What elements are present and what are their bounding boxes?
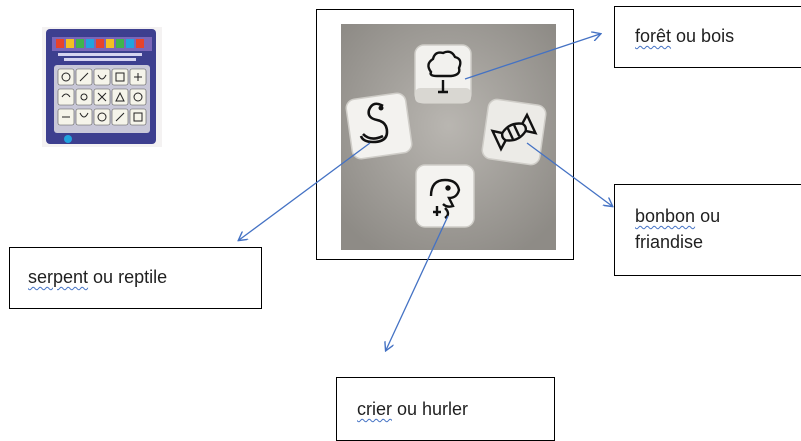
label-shout-box: crier ou hurler <box>336 377 555 441</box>
label-shout-word: crier <box>357 399 392 419</box>
arrow-to-forest <box>464 34 600 80</box>
candy-icon <box>490 112 538 152</box>
label-snake-box: serpent ou reptile <box>9 247 262 309</box>
candy-die <box>481 98 547 166</box>
snake-icon <box>359 102 389 144</box>
snake-die <box>345 92 413 160</box>
shout-die <box>415 164 475 228</box>
arrow-to-shout <box>386 215 449 350</box>
arrow-to-candy <box>526 142 612 206</box>
product-box-image <box>42 27 162 147</box>
tree-icon <box>427 50 462 94</box>
label-candy-rest: ou <box>695 206 721 226</box>
label-forest-box: forêt ou bois <box>614 6 801 68</box>
label-snake-word: serpent <box>28 267 89 287</box>
label-forest-word: forêt <box>635 26 672 46</box>
label-shout-rest: ou hurler <box>392 399 469 419</box>
dice-photo <box>341 24 556 250</box>
dice-photo-frame <box>316 9 574 260</box>
tree-die <box>414 44 472 104</box>
shouting-face-icon <box>429 178 461 219</box>
label-candy-box: bonbon ou friandise <box>614 184 801 276</box>
label-forest-rest: ou bois <box>671 26 735 46</box>
arrow-to-snake <box>239 142 371 240</box>
label-snake-rest: ou reptile <box>88 267 168 287</box>
label-candy-line2: friandise <box>635 232 704 252</box>
label-candy-word: bonbon <box>635 206 696 226</box>
